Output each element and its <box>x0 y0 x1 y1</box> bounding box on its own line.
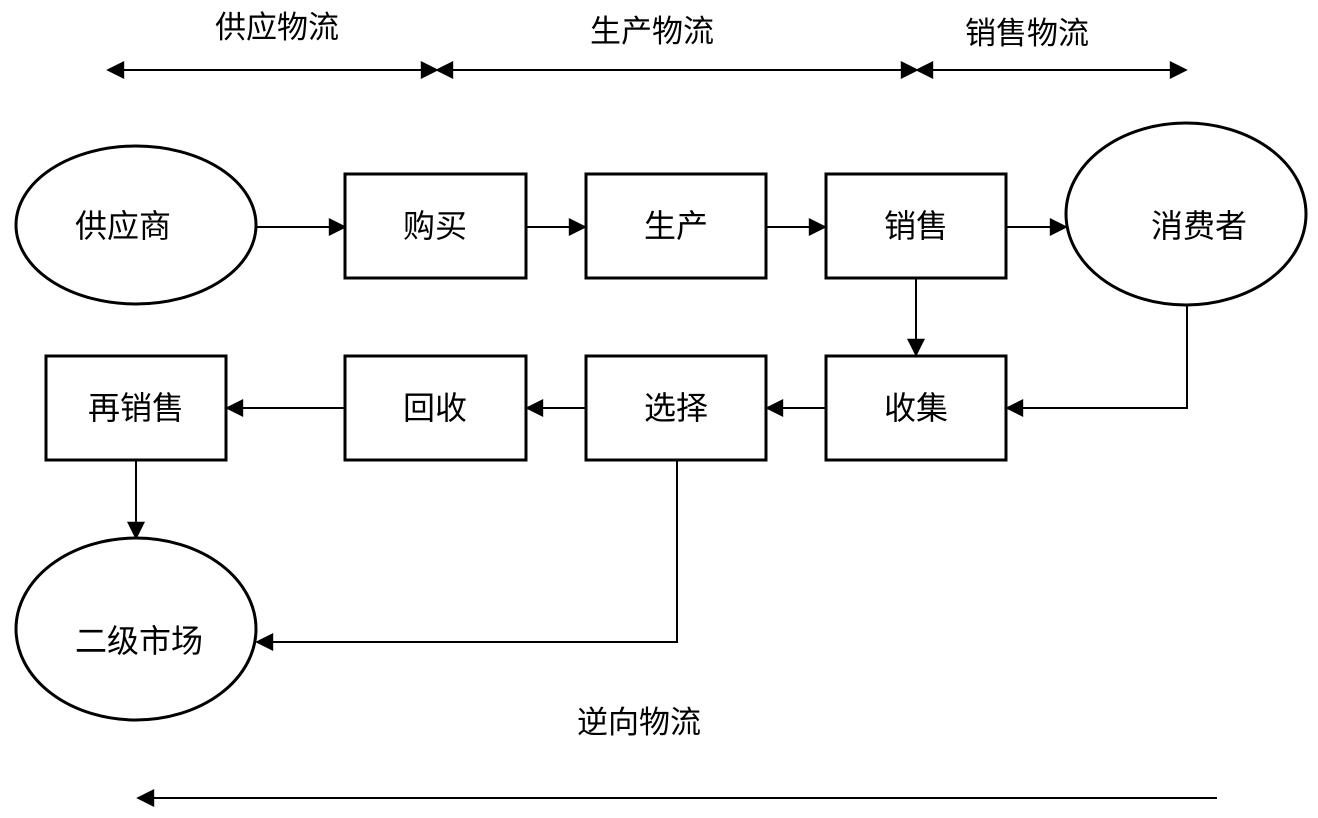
node-collect-label: 收集 <box>884 389 948 427</box>
node-supplier: 供应商 <box>14 144 258 306</box>
node-consumer: 消费者 <box>1064 121 1308 307</box>
section-label-reverse: 逆向物流 <box>577 705 701 741</box>
node-purchase-label: 购买 <box>403 207 467 245</box>
node-select-label: 选择 <box>644 389 708 427</box>
node-produce-label: 生产 <box>644 207 708 245</box>
node-secondary-market: 二级市场 <box>14 536 258 722</box>
arrow-consumer-to-collect <box>1005 305 1188 417</box>
node-resell: 再销售 <box>44 354 228 462</box>
node-collect: 收集 <box>824 354 1008 462</box>
node-produce: 生产 <box>584 172 768 280</box>
arrow-select-to-secondary-market <box>255 461 678 651</box>
node-sell: 销售 <box>824 172 1008 280</box>
node-supplier-label: 供应商 <box>75 207 171 245</box>
node-secondary-market-label: 二级市场 <box>75 622 203 660</box>
node-select: 选择 <box>584 354 768 462</box>
node-purchase: 购买 <box>343 172 528 280</box>
section-label-production: 生产物流 <box>590 14 714 50</box>
section-label-supply: 供应物流 <box>215 10 339 46</box>
node-recycle-label: 回收 <box>403 389 467 427</box>
node-recycle: 回收 <box>343 354 528 462</box>
section-label-sales: 销售物流 <box>965 16 1089 52</box>
node-resell-label: 再销售 <box>88 389 184 427</box>
node-consumer-label: 消费者 <box>1151 207 1247 245</box>
node-sell-label: 销售 <box>884 207 948 245</box>
